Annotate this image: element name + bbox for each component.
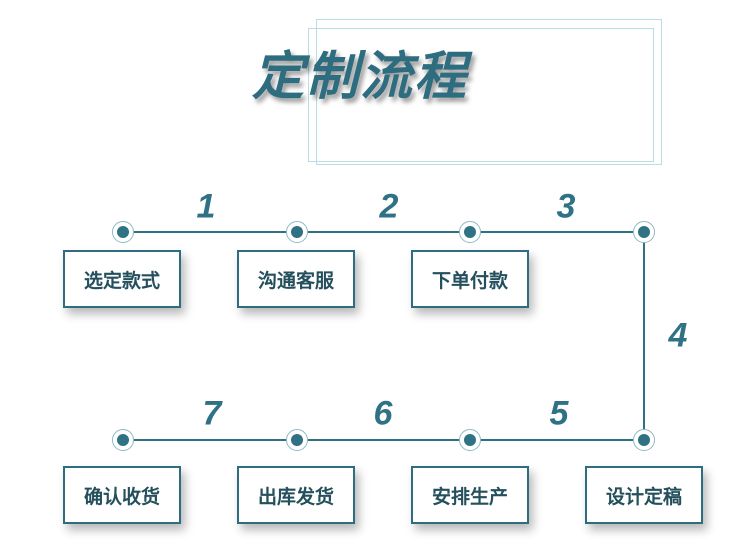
step-1-number: 1 — [196, 187, 216, 226]
step-2-box: 沟通客服 — [237, 250, 355, 308]
step-2-number: 2 — [379, 187, 399, 226]
flow-node — [459, 221, 481, 243]
step-3-box: 下单付款 — [411, 250, 529, 308]
flow-node — [459, 429, 481, 451]
flow-node — [112, 221, 134, 243]
step-3-number: 3 — [556, 187, 576, 226]
top-connector-line — [123, 231, 645, 233]
flow-node — [633, 429, 655, 451]
title-frame-inner — [308, 28, 654, 162]
step-6-box: 出库发货 — [237, 466, 355, 524]
flow-node — [112, 429, 134, 451]
step-7-box: 确认收货 — [63, 466, 181, 524]
flow-node — [286, 221, 308, 243]
step-5-number: 5 — [549, 394, 569, 433]
right-connector-line — [643, 232, 645, 440]
page-title: 定制流程 — [252, 47, 469, 107]
step-4-number: 4 — [668, 316, 688, 355]
step-7-number: 7 — [202, 394, 222, 433]
title-frame-outer — [316, 19, 662, 165]
step-5-box: 安排生产 — [411, 466, 529, 524]
step-4-box: 设计定稿 — [585, 466, 703, 524]
step-1-box: 选定款式 — [63, 250, 181, 308]
flow-node — [633, 221, 655, 243]
flow-node — [286, 429, 308, 451]
step-6-number: 6 — [373, 394, 393, 433]
bottom-connector-line — [123, 439, 645, 441]
